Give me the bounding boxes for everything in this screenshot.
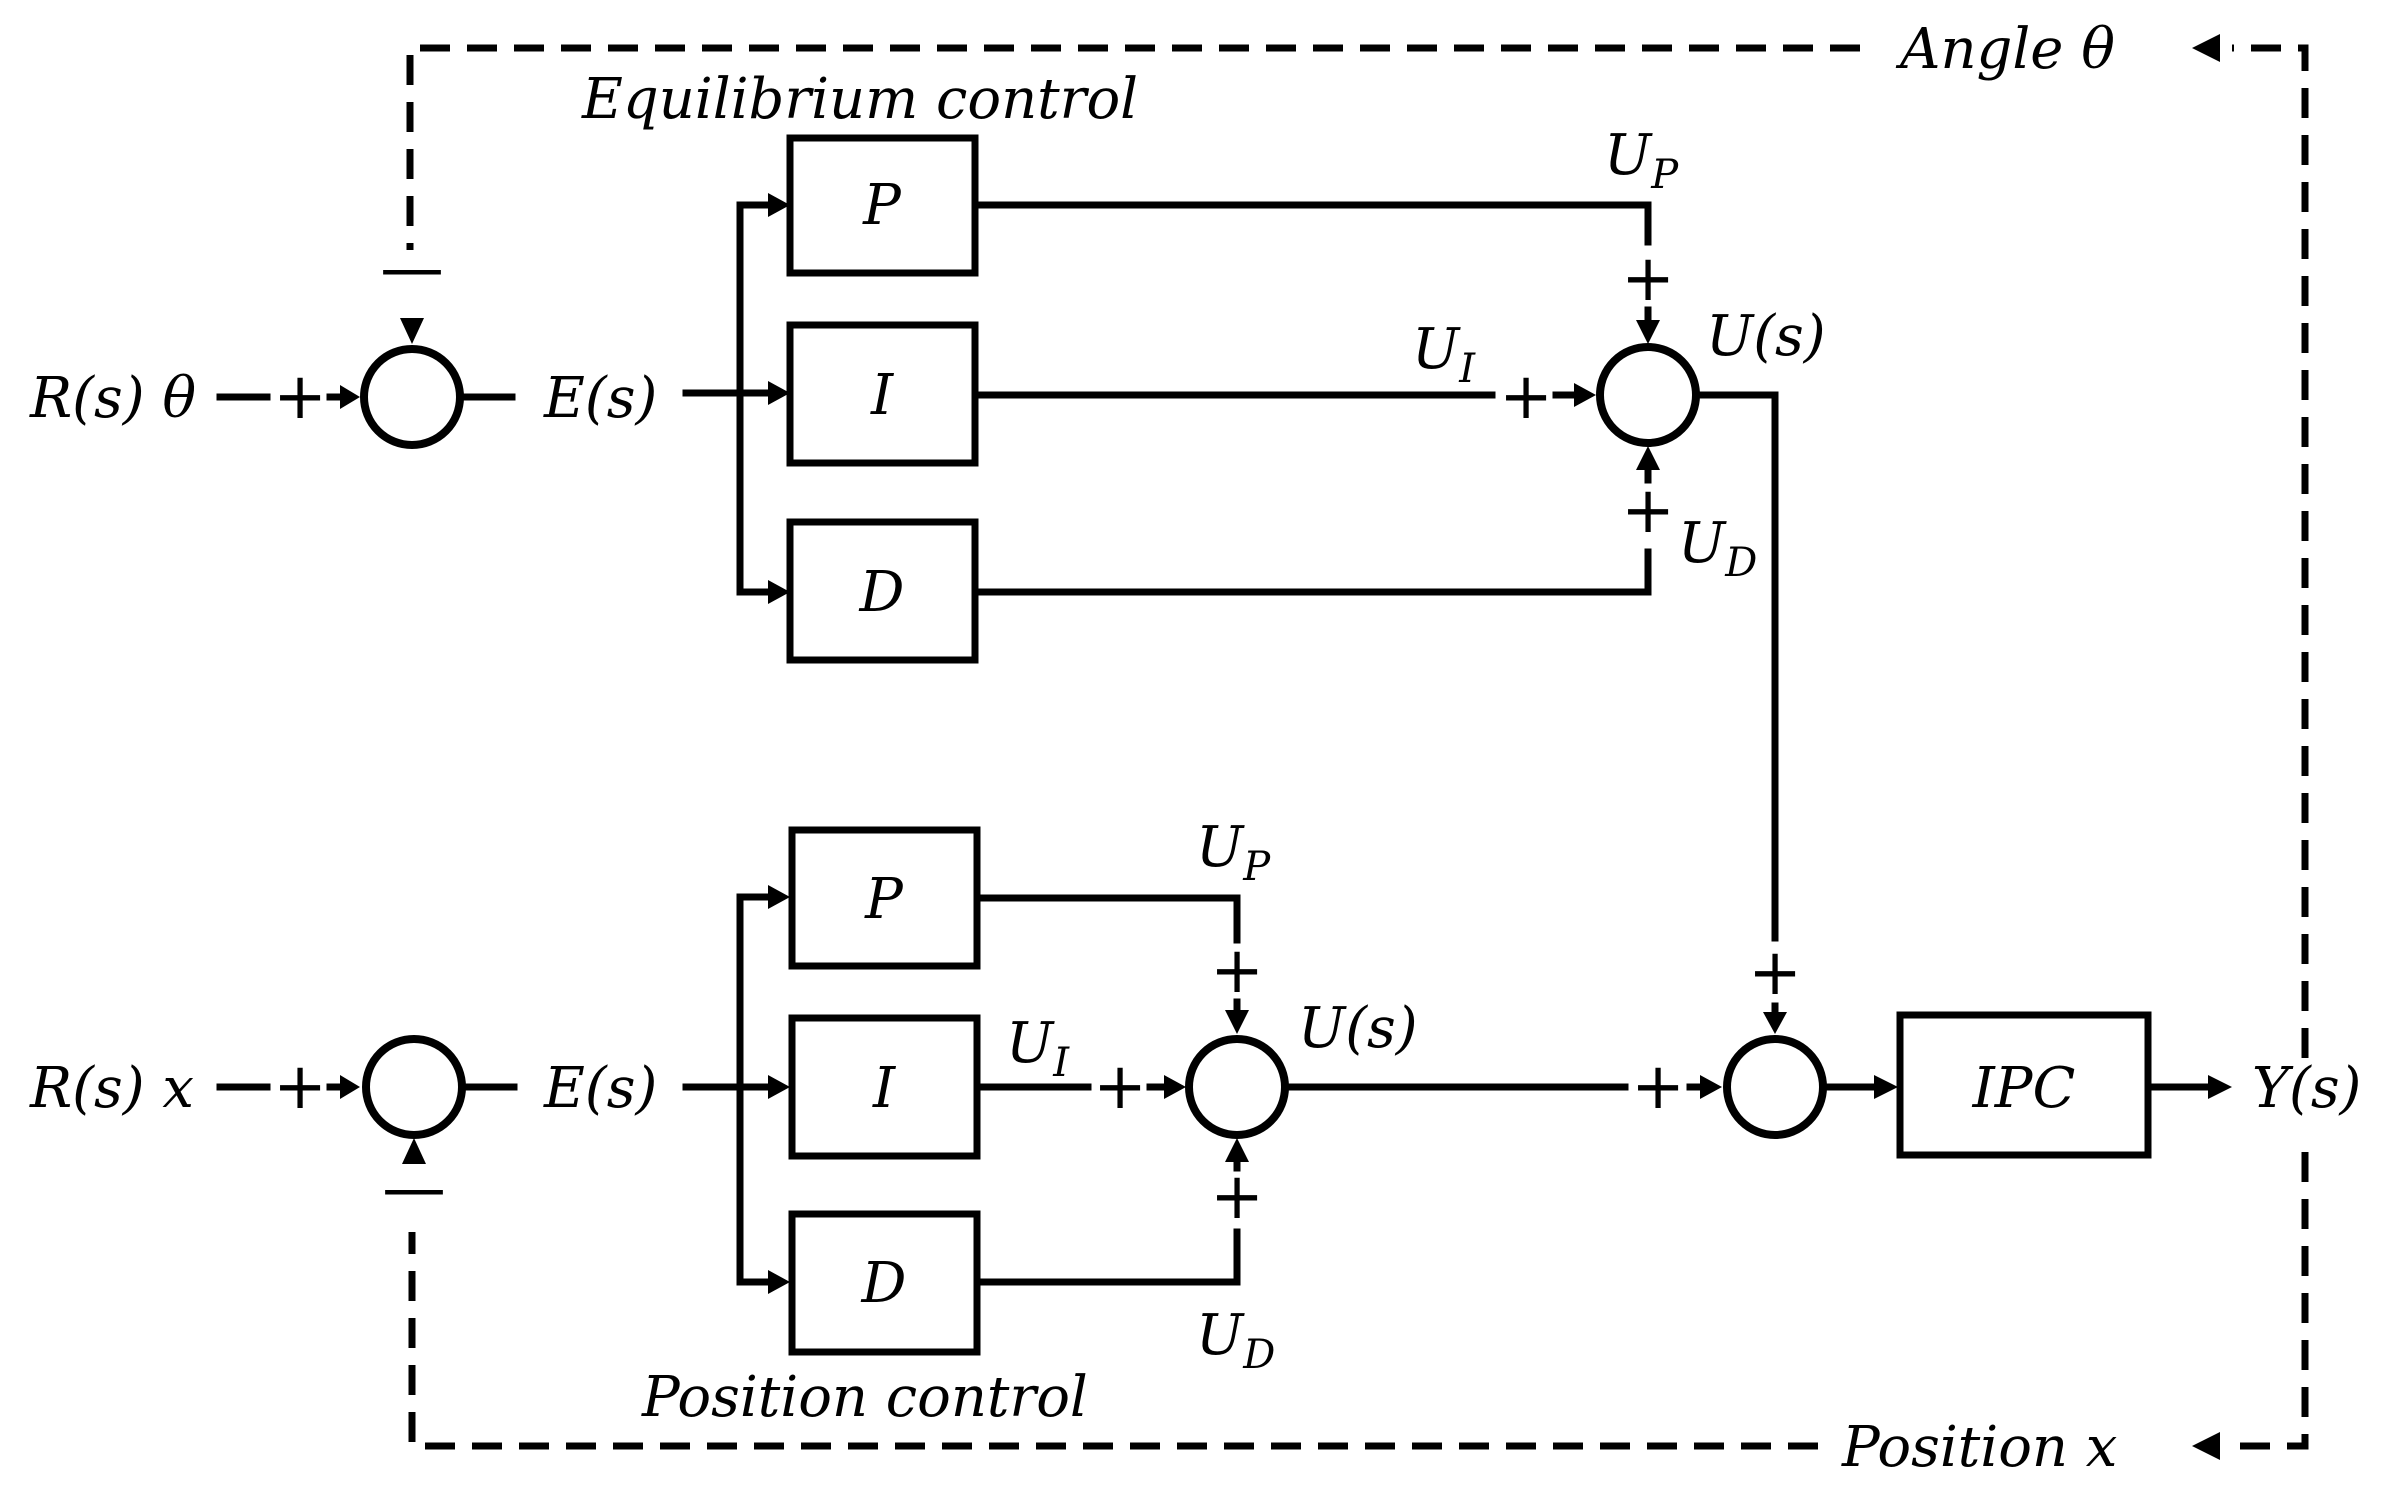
- upper-input-label: R(s) θ: [29, 366, 196, 431]
- lower-p-plus-sign: +: [1210, 934, 1264, 1008]
- lower-input-label: R(s) x: [29, 1056, 194, 1121]
- system-output-label: Y(s): [2252, 1056, 2361, 1121]
- upper-up-label: UP: [1604, 123, 1679, 198]
- combiner-top-plus-sign: +: [1748, 936, 1802, 1010]
- lower-d-label: D: [861, 1251, 907, 1316]
- ipc-plant-block: [1896, 1011, 2152, 1159]
- upper-d-label: D: [859, 560, 905, 625]
- upper-i-block: [786, 321, 979, 467]
- upper-ud-label: UD: [1678, 511, 1757, 586]
- angle-feedback-label: Angle θ: [1895, 17, 2115, 82]
- upper-error-label: E(s): [543, 366, 657, 431]
- upper-ui-label: UI: [1412, 317, 1476, 392]
- position-summing-junction: [362, 1035, 466, 1139]
- lower-d-block: [788, 1210, 981, 1356]
- equilibrium-control-title: Equilibrium control: [581, 67, 1138, 132]
- upper-p-plus-sign: +: [1621, 242, 1675, 316]
- lower-i-label: I: [872, 1056, 897, 1121]
- upper-input-plus-sign: +: [273, 360, 327, 434]
- upper-p-label: P: [862, 173, 902, 238]
- angle-feedback-path: [406, 34, 2309, 1058]
- plant-section: [1723, 1011, 2232, 1159]
- upper-output-label: U(s): [1706, 304, 1826, 369]
- position-feedback-minus-sign: —: [382, 1152, 446, 1226]
- upper-pid-summing-junction: [1596, 343, 1700, 447]
- lower-d-plus-sign: +: [1210, 1160, 1264, 1234]
- lower-ud-label: UD: [1196, 1303, 1275, 1378]
- lower-error-label: E(s): [543, 1056, 657, 1121]
- position-controller: [216, 826, 1722, 1356]
- position-feedback-label: Position x: [1841, 1415, 2117, 1480]
- combiner-left-plus-sign: +: [1631, 1050, 1685, 1124]
- lower-input-plus-sign: +: [273, 1050, 327, 1124]
- lower-p-label: P: [864, 867, 904, 932]
- equilibrium-controller: [216, 134, 1787, 1034]
- position-control-title: Position control: [641, 1365, 1088, 1430]
- angle-summing-junction: [360, 345, 464, 449]
- output-summing-junction: [1723, 1035, 1827, 1139]
- lower-pid-summing-junction: [1185, 1035, 1289, 1139]
- plant-label: IPC: [1972, 1056, 2076, 1121]
- angle-feedback-minus-sign: —: [380, 232, 444, 306]
- position-feedback-path: [408, 1152, 2309, 1460]
- lower-i-plus-sign: +: [1093, 1050, 1147, 1124]
- upper-d-plus-sign: +: [1621, 474, 1675, 548]
- lower-up-label: UP: [1196, 815, 1271, 890]
- upper-i-plus-sign: +: [1499, 360, 1553, 434]
- lower-i-block: [788, 1014, 981, 1160]
- lower-output-label: U(s): [1298, 996, 1418, 1061]
- lower-ui-label: UI: [1006, 1011, 1070, 1086]
- upper-i-label: I: [870, 363, 895, 428]
